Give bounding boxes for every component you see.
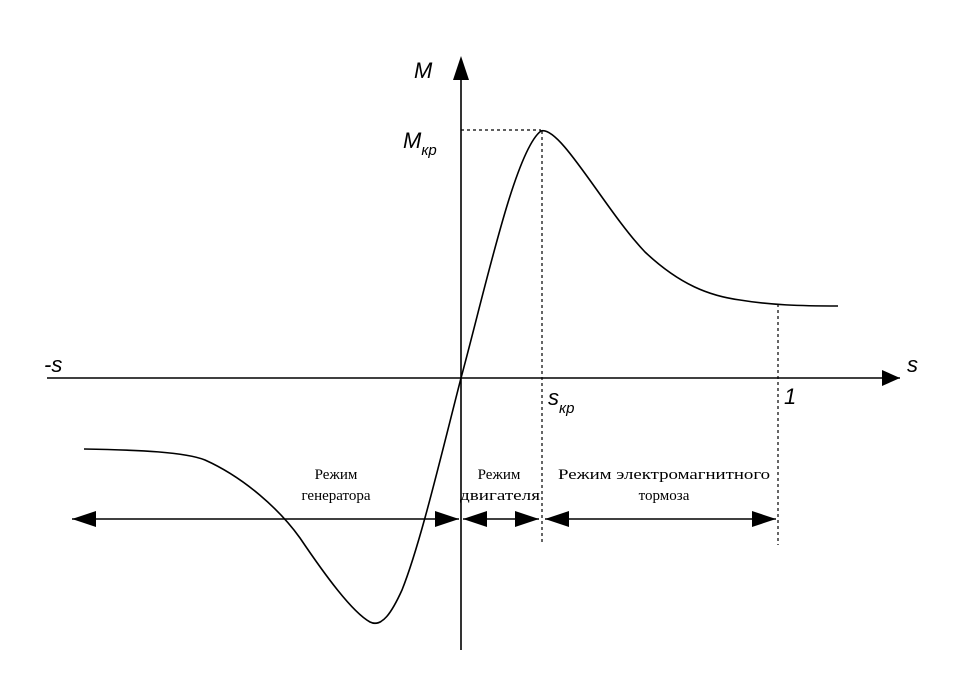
s-critical-sub: кр: [559, 400, 574, 417]
generator-region-label-line2: генератора: [301, 488, 370, 504]
torque-slip-curve: [83, 130, 839, 625]
x-axis-arrow-icon: [882, 370, 900, 386]
motor-region-label-line2: двигателя: [460, 488, 540, 504]
brake-region-label-line1: Режим электромагнитного: [558, 467, 770, 483]
motor-region-label-line1: Режим: [478, 467, 521, 483]
m-critical-sub: кр: [421, 142, 436, 159]
x-negative-label: -s: [44, 352, 62, 377]
brake-left-arrow-icon: [545, 511, 569, 527]
motor-right-arrow-icon: [515, 511, 539, 527]
brake-right-arrow-icon: [752, 511, 776, 527]
y-axis-label: M: [414, 58, 433, 83]
s-one-label: 1: [784, 384, 796, 409]
m-critical-base: M: [403, 128, 422, 153]
s-critical-label: sкр: [548, 385, 574, 417]
motor-left-arrow-icon: [463, 511, 487, 527]
y-axis-arrow-icon: [453, 56, 469, 80]
brake-region-label-line2: тормоза: [639, 488, 690, 504]
m-critical-label: Mкр: [403, 128, 437, 159]
generator-right-arrow-icon: [435, 511, 459, 527]
s-critical-base: s: [548, 385, 559, 410]
generator-left-arrow-icon: [72, 511, 96, 527]
x-axis-label: s: [907, 352, 918, 377]
generator-region-label-line1: Режим: [315, 467, 358, 483]
